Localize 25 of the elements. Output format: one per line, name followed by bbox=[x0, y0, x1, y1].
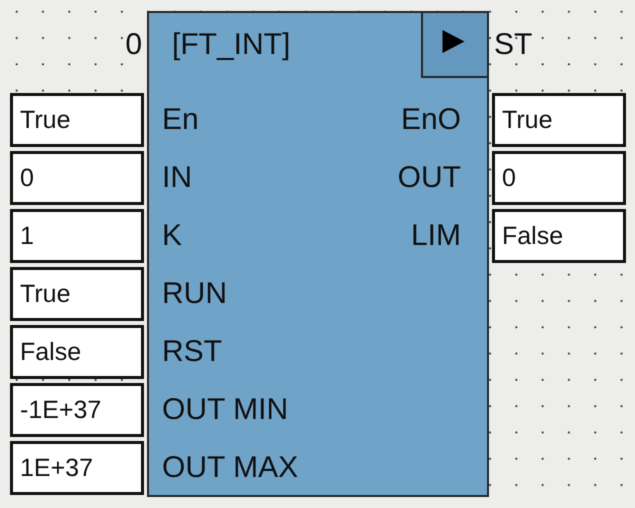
pin-label: IN bbox=[162, 161, 192, 195]
function-block bbox=[147, 11, 489, 497]
value-field: 0 bbox=[10, 151, 144, 205]
value-field: 1E+37 bbox=[10, 441, 144, 495]
play-button bbox=[421, 11, 489, 78]
pin-label: OUT bbox=[398, 161, 461, 195]
value-field: -1E+37 bbox=[10, 383, 144, 437]
value-field: True bbox=[10, 93, 144, 147]
value-field: 1 bbox=[10, 209, 144, 263]
execution-order-number: 0 bbox=[125, 28, 142, 62]
pin-label: LIM bbox=[410, 219, 461, 253]
value-field: False bbox=[492, 209, 626, 263]
pin-label: EnO bbox=[400, 103, 461, 137]
value-field: 0 bbox=[492, 151, 626, 205]
pin-label: OUT MAX bbox=[162, 451, 298, 485]
pin-label: K bbox=[162, 219, 182, 253]
block-title: [FT_INT] bbox=[172, 28, 290, 62]
status-label: ST bbox=[494, 28, 532, 62]
value-field: True bbox=[10, 267, 144, 321]
value-field: True bbox=[492, 93, 626, 147]
value-field: False bbox=[10, 325, 144, 379]
pin-label: RST bbox=[162, 335, 222, 369]
pin-label: En bbox=[162, 103, 199, 137]
pin-label: OUT MIN bbox=[162, 393, 288, 427]
pin-label: RUN bbox=[162, 277, 227, 311]
